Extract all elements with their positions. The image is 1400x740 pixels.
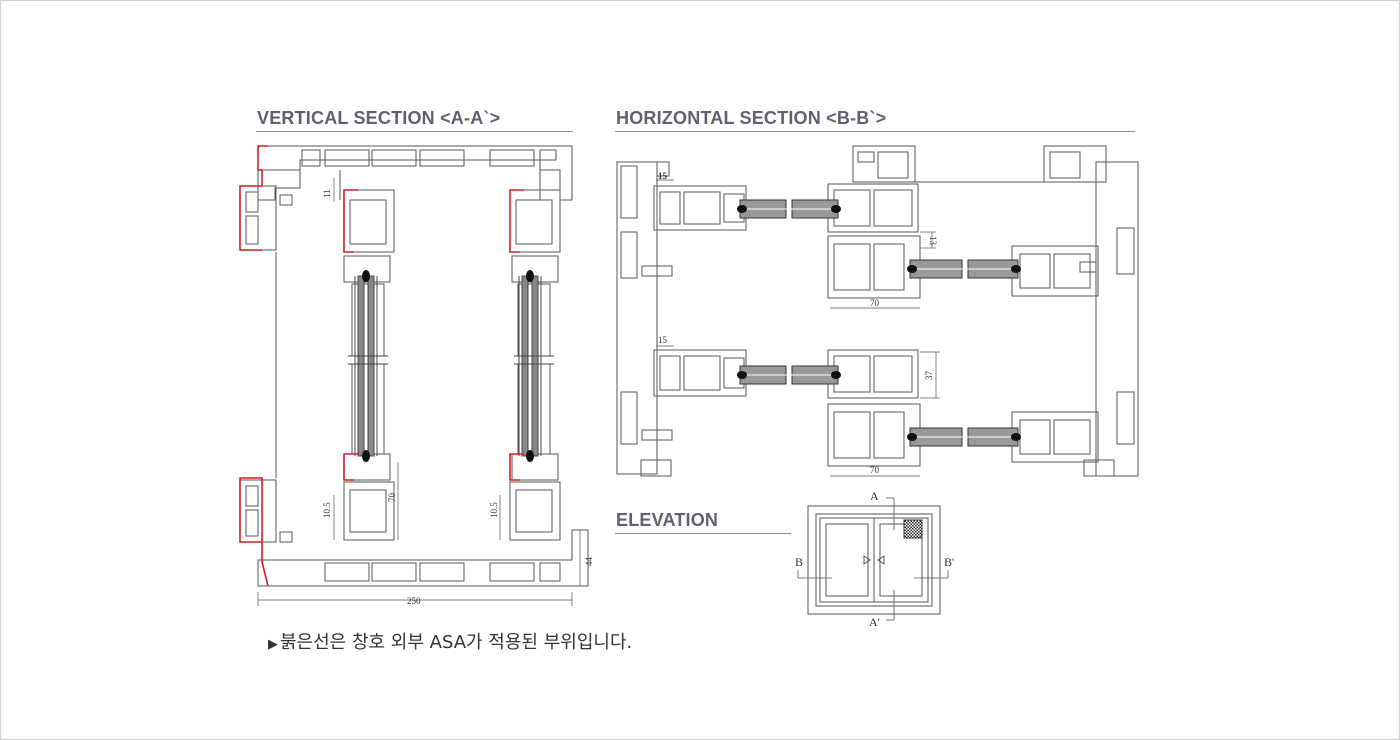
elevation-label-b: B xyxy=(795,555,803,569)
elevation-labels: A A' B B' xyxy=(795,489,954,629)
dim-label-10-5-left: 10.5 xyxy=(322,502,332,518)
dim-label-37: 37 xyxy=(924,371,934,381)
vertical-bottom-frame xyxy=(257,529,589,587)
horizontal-lower-middle-sash xyxy=(827,349,921,467)
horizontal-section-drawing xyxy=(616,145,1139,477)
horizontal-heading-rule xyxy=(615,131,1135,132)
dim-label-10-5-right: 10.5 xyxy=(489,502,499,518)
horizontal-lower-right-sash xyxy=(1011,411,1099,463)
horizontal-upper-middle-sash xyxy=(827,183,921,299)
asa-note: ▶붉은선은 창호 외부 ASA가 적용된 부위입니다. xyxy=(268,628,632,654)
vertical-top-frame xyxy=(257,145,573,201)
elevation-label-b-prime: B' xyxy=(944,555,954,569)
elevation-heading: ELEVATION xyxy=(616,510,719,530)
vertical-section-heading: VERTICAL SECTION <A-A`> xyxy=(257,108,501,128)
horizontal-section-heading: HORIZONTAL SECTION <B-B`> xyxy=(616,108,887,128)
vertical-right-glass xyxy=(518,275,542,457)
horizontal-left-frame xyxy=(616,161,673,477)
elevation-outer-frame xyxy=(807,505,941,615)
elevation-inner-frame xyxy=(815,513,933,607)
horizontal-dimension-lines xyxy=(656,179,940,477)
note-text: 붉은선은 창호 외부 ASA가 적용된 부위입니다. xyxy=(280,632,633,653)
vertical-dimension-labels: 11 10.5 10.5 70 44 250 xyxy=(322,189,594,606)
elevation-left-sash xyxy=(819,517,875,603)
horizontal-top-center-frame xyxy=(852,145,1107,183)
dim-label-70: 70 xyxy=(387,493,397,503)
horizontal-right-frame xyxy=(1079,161,1139,477)
vertical-left-glass xyxy=(354,275,378,457)
vertical-gaskets xyxy=(362,270,534,462)
dim-label-15-top: 15 xyxy=(658,171,668,181)
horizontal-dimension-labels: 15 13 70 15 37 70 xyxy=(658,171,938,475)
elevation-arrow-left xyxy=(863,555,871,565)
dim-label-70-bottom: 70 xyxy=(870,465,880,475)
elevation-label-a: A xyxy=(870,489,879,503)
elevation-screen-hatch xyxy=(903,519,923,539)
horizontal-upper-left-sash xyxy=(653,185,747,231)
elevation-drawing xyxy=(797,497,949,621)
dim-label-44: 44 xyxy=(584,557,594,567)
dim-label-15-bottom: 15 xyxy=(658,335,668,345)
elevation-arrow-right xyxy=(877,555,885,565)
vertical-section-drawing xyxy=(239,145,589,606)
vertical-glass-breaks xyxy=(348,355,554,365)
horizontal-lower-left-sash xyxy=(653,349,747,397)
horizontal-upper-right-sash xyxy=(1011,245,1099,297)
note-triangle-icon: ▶ xyxy=(268,637,278,652)
elevation-heading-rule xyxy=(615,533,791,534)
horizontal-glass-panes xyxy=(739,199,1019,447)
vertical-asa-red-lines xyxy=(239,145,524,587)
elevation-right-sash xyxy=(873,517,929,603)
vertical-dimension-lines xyxy=(257,178,581,606)
vertical-left-profile xyxy=(239,185,293,543)
horizontal-gaskets xyxy=(737,205,1021,441)
elevation-label-a-prime: A' xyxy=(869,615,880,629)
dim-label-250: 250 xyxy=(407,596,421,606)
dim-label-70-top: 70 xyxy=(870,298,880,308)
dim-label-11: 11 xyxy=(322,189,332,198)
dim-label-13: 13 xyxy=(928,236,938,246)
vertical-heading-rule xyxy=(256,131,573,132)
